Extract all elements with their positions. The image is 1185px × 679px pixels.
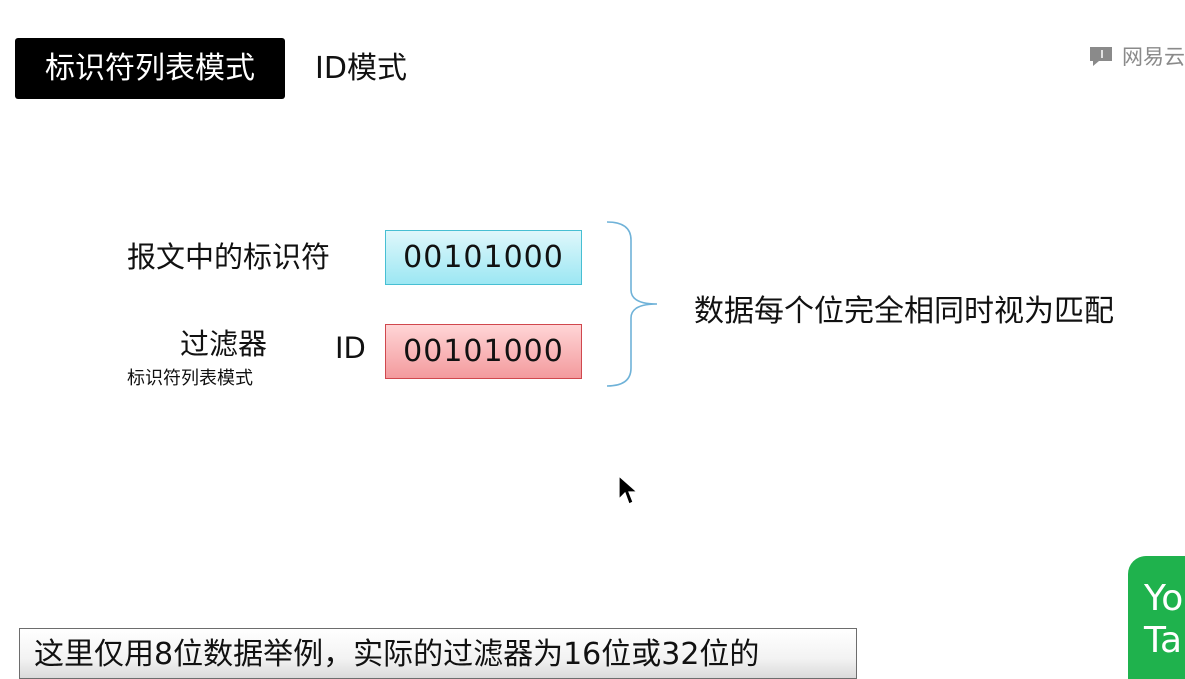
filter-label: 过滤器 <box>180 327 268 361</box>
tab-identifier-list-mode[interactable]: 标识符列表模式 <box>15 38 285 99</box>
watermark-text: 网易云 <box>1122 45 1185 69</box>
message-bits-box: 00101000 <box>385 230 582 285</box>
watermark: 网易云 <box>1087 42 1185 70</box>
message-identifier-label: 报文中的标识符 <box>127 240 331 274</box>
badge-line-2: Ta <box>1144 620 1183 661</box>
filter-mode-sublabel: 标识符列表模式 <box>127 368 253 389</box>
filter-bits-box: 00101000 <box>385 324 582 379</box>
mouse-pointer-icon <box>618 475 638 505</box>
corner-badge[interactable]: Yo Ta <box>1128 556 1185 679</box>
right-brace-icon <box>606 221 658 387</box>
id-label: ID <box>335 331 366 365</box>
subtitle-caption: 这里仅用8位数据举例，实际的过滤器为16位或32位的 <box>19 628 857 679</box>
match-conclusion-text: 数据每个位完全相同时视为匹配 <box>694 294 1114 329</box>
badge-line-1: Yo <box>1144 578 1184 619</box>
tab-id-mode[interactable]: ID模式 <box>315 51 407 86</box>
chat-bubble-icon <box>1090 47 1112 66</box>
